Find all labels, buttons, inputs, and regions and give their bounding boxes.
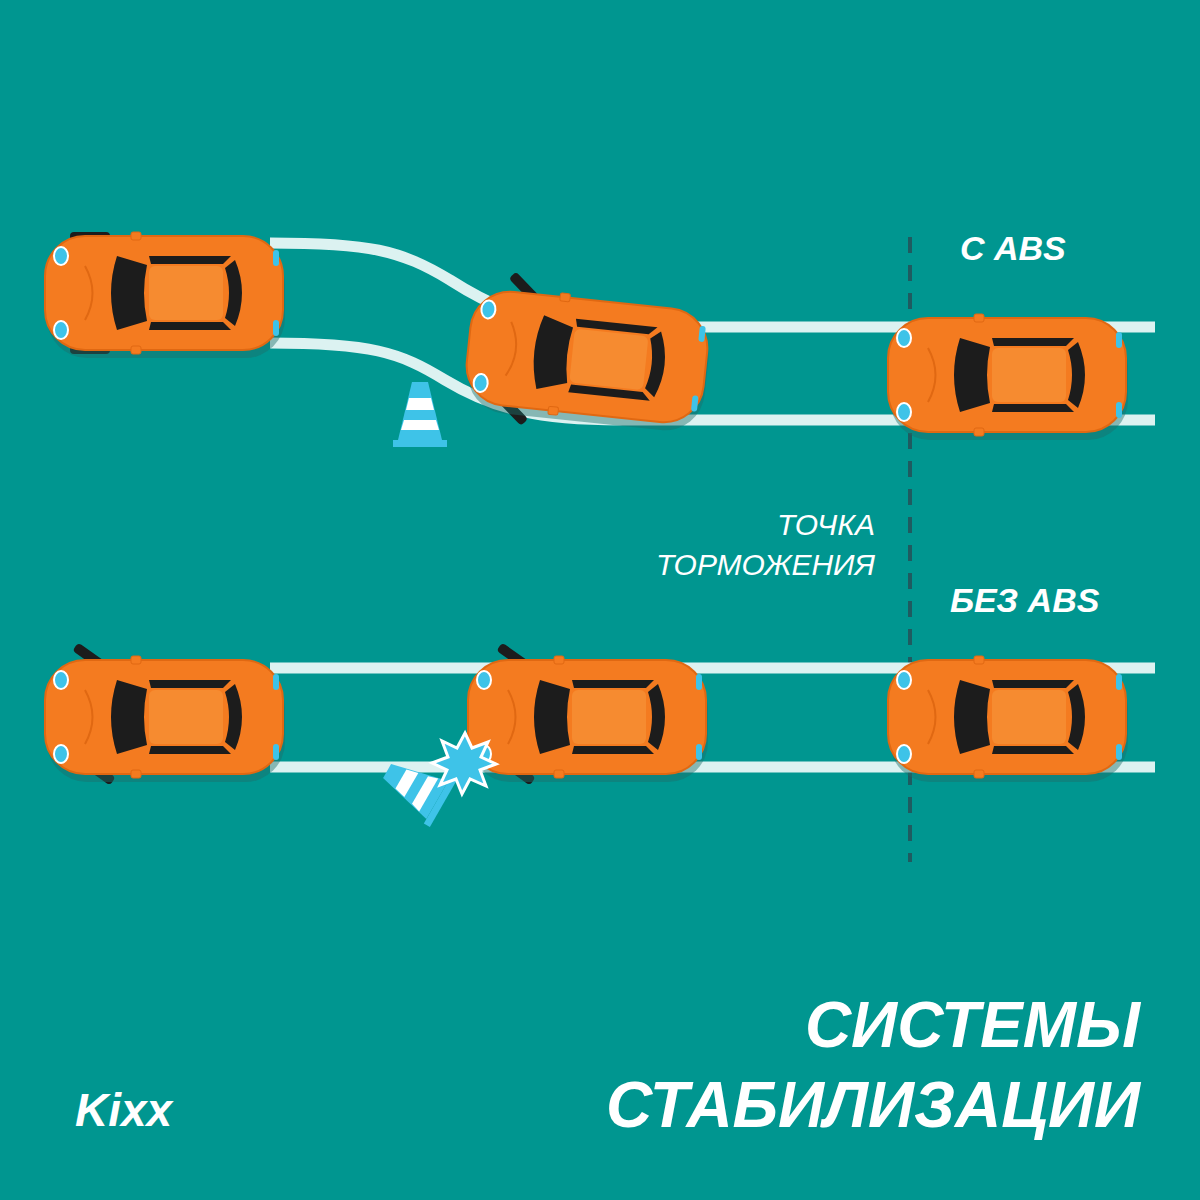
car-without-abs: [45, 643, 285, 786]
page-title: СИСТЕМЫ СТАБИЛИЗАЦИИ: [500, 985, 1140, 1145]
car-without-abs: [888, 656, 1128, 782]
car-with-abs: [461, 268, 716, 445]
impact-burst: [432, 733, 496, 794]
car-with-abs: [888, 314, 1128, 440]
brand-logo: Kixx: [75, 1083, 295, 1137]
traffic-cone: [393, 382, 447, 447]
car-without-abs: [468, 643, 708, 786]
without-abs-label: БЕЗ ABS: [950, 578, 1170, 622]
braking-point-label: ТОЧКА ТОРМОЖЕНИЯ: [600, 505, 875, 585]
with-abs-label: С ABS: [960, 226, 1160, 270]
car-with-abs: [45, 232, 285, 358]
